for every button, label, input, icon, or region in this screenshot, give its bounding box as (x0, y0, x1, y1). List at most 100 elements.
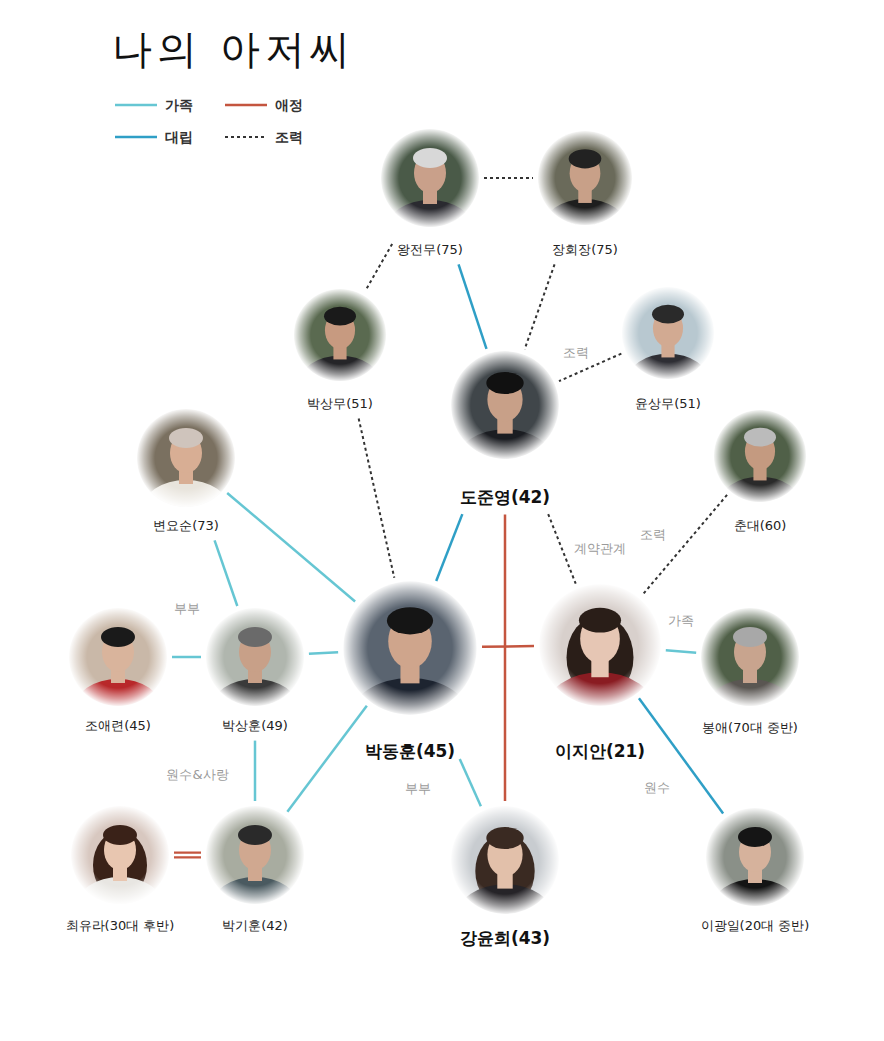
relation-line (172, 656, 201, 659)
relation-line (254, 741, 257, 801)
relation-label: 조력 (638, 527, 668, 543)
photo-background (70, 805, 170, 905)
photo-background (621, 286, 715, 380)
character-node: 이광일(20대 중반) (705, 807, 805, 907)
photo-fade (621, 286, 715, 380)
photo-background (293, 288, 387, 382)
portrait-photo (450, 805, 560, 915)
relation-line (436, 514, 462, 581)
legend-sample (225, 127, 269, 147)
character-node: 박동훈(45) (342, 580, 478, 716)
relation-line (215, 540, 238, 606)
character-name: 박상무(51) (307, 396, 373, 412)
portrait-circle (380, 128, 480, 228)
photo-background (537, 130, 633, 226)
relation-line (504, 514, 507, 801)
portrait-circle (713, 409, 807, 503)
character-node: 박상훈(49) (205, 607, 305, 707)
legend-sample (115, 127, 159, 147)
portrait-photo (538, 583, 662, 707)
portrait-photo (380, 128, 480, 228)
character-node: 왕전무(75) (380, 128, 480, 228)
relation-line (309, 652, 338, 654)
photo-background (205, 607, 305, 707)
portrait-photo (70, 805, 170, 905)
character-name: 박동훈(45) (365, 741, 455, 761)
legend-entry: 가족 (115, 95, 193, 115)
photo-fade (205, 805, 305, 905)
photo-background (205, 805, 305, 905)
photo-fade (537, 130, 633, 226)
photo-fade (450, 350, 560, 460)
photo-fade (450, 805, 560, 915)
legend-text: 가족 (165, 95, 193, 115)
photo-background (713, 409, 807, 503)
legend-line (115, 136, 157, 139)
portrait-circle (68, 607, 168, 707)
relation-label: 가족 (666, 614, 696, 630)
portrait-photo (293, 288, 387, 382)
portrait-photo (68, 607, 168, 707)
photo-background (700, 607, 800, 707)
photo-background (342, 580, 478, 716)
portrait-photo (342, 580, 478, 716)
portrait-circle (342, 580, 478, 716)
character-name: 최유라(30대 후반) (66, 918, 175, 934)
portrait-photo (136, 408, 236, 508)
photo-background (450, 350, 560, 460)
photo-fade (293, 288, 387, 382)
character-node: 박기훈(42) (205, 805, 305, 905)
character-name: 왕전무(75) (397, 242, 463, 258)
relation-line (643, 495, 727, 595)
legend-sample (115, 95, 159, 115)
character-node: 도준영(42) (450, 350, 560, 460)
relation-line (525, 264, 555, 349)
portrait-circle (538, 583, 662, 707)
character-node: 조애련(45) (68, 607, 168, 707)
relation-label: 계약관계 (572, 541, 628, 557)
photo-fade (538, 583, 662, 707)
character-name: 윤상무(51) (635, 396, 701, 412)
character-node: 윤상무(51) (621, 286, 715, 380)
photo-fade (68, 607, 168, 707)
portrait-circle (450, 805, 560, 915)
portrait-photo (450, 350, 560, 460)
relation-label: 원수&사랑 (164, 767, 230, 783)
portrait-circle (70, 805, 170, 905)
legend-text: 애정 (275, 95, 303, 115)
photo-background (136, 408, 236, 508)
photo-fade (713, 409, 807, 503)
relation-label: 부부 (403, 781, 433, 797)
portrait-circle (700, 607, 800, 707)
relation-line (174, 852, 201, 859)
photo-background (380, 128, 480, 228)
relation-line (482, 645, 534, 648)
diagram-title: 나의 아저씨 (112, 22, 355, 77)
character-name: 강윤희(43) (460, 928, 550, 948)
character-name: 도준영(42) (460, 487, 550, 507)
relation-line (460, 759, 481, 806)
character-name: 장회장(75) (552, 242, 618, 258)
relation-line (227, 493, 355, 601)
photo-background (68, 607, 168, 707)
portrait-circle (205, 805, 305, 905)
character-name: 변요순(73) (153, 518, 219, 534)
relation-line (287, 706, 366, 812)
portrait-circle (293, 288, 387, 382)
photo-background (538, 583, 662, 707)
portrait-photo (205, 607, 305, 707)
character-node: 최유라(30대 후반) (70, 805, 170, 905)
relation-line (459, 264, 487, 349)
portrait-circle (537, 130, 633, 226)
character-name: 이지안(21) (555, 741, 645, 761)
portrait-circle (136, 408, 236, 508)
character-node: 장회장(75) (537, 130, 633, 226)
legend-line (225, 104, 267, 107)
character-name: 춘대(60) (734, 518, 787, 534)
portrait-photo (700, 607, 800, 707)
relation-line (359, 418, 395, 577)
portrait-photo (537, 130, 633, 226)
character-name: 조애련(45) (85, 718, 151, 734)
portrait-photo (713, 409, 807, 503)
portrait-photo (205, 805, 305, 905)
